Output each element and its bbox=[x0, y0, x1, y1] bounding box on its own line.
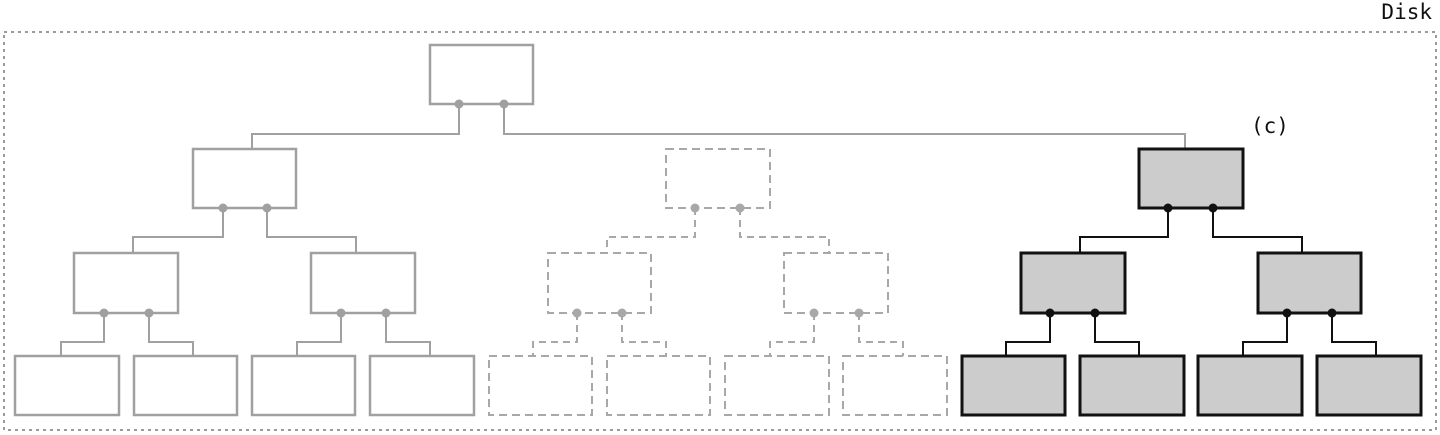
left-leaf-1 bbox=[13, 354, 121, 417]
left-leaf-3 bbox=[250, 354, 357, 417]
right-leaf-2 bbox=[1078, 354, 1186, 417]
middle-l2-node-a bbox=[547, 252, 652, 314]
disk-container bbox=[3, 31, 1437, 431]
middle-leaf-2 bbox=[606, 355, 711, 416]
right-leaf-1 bbox=[960, 354, 1067, 417]
right-subtree bbox=[960, 147, 1423, 417]
middle-leaf-1 bbox=[488, 355, 593, 416]
left-leaf-4 bbox=[368, 354, 476, 417]
right-leaf-4 bbox=[1315, 354, 1423, 417]
left-l2-node-b bbox=[309, 251, 417, 315]
left-l2-node-a bbox=[72, 251, 180, 315]
left-leaf-2 bbox=[132, 354, 239, 417]
root-node bbox=[428, 43, 535, 109]
right-l2-node-b bbox=[1256, 251, 1363, 315]
annotation-c-label: (c) bbox=[1251, 114, 1289, 138]
middle-leaf-3 bbox=[724, 355, 830, 416]
root-edges bbox=[251, 104, 1186, 149]
middle-subtree bbox=[488, 148, 948, 416]
right-l1-node bbox=[1137, 147, 1245, 210]
middle-l2-node-b bbox=[783, 252, 889, 314]
middle-leaf-4 bbox=[842, 355, 948, 416]
right-l2-node-a bbox=[1019, 251, 1127, 315]
left-subtree bbox=[13, 147, 476, 417]
right-leaf-3 bbox=[1196, 354, 1304, 417]
disk-label: Disk bbox=[1381, 0, 1432, 24]
left-l1-node bbox=[191, 147, 298, 210]
middle-l1-node bbox=[665, 148, 771, 209]
